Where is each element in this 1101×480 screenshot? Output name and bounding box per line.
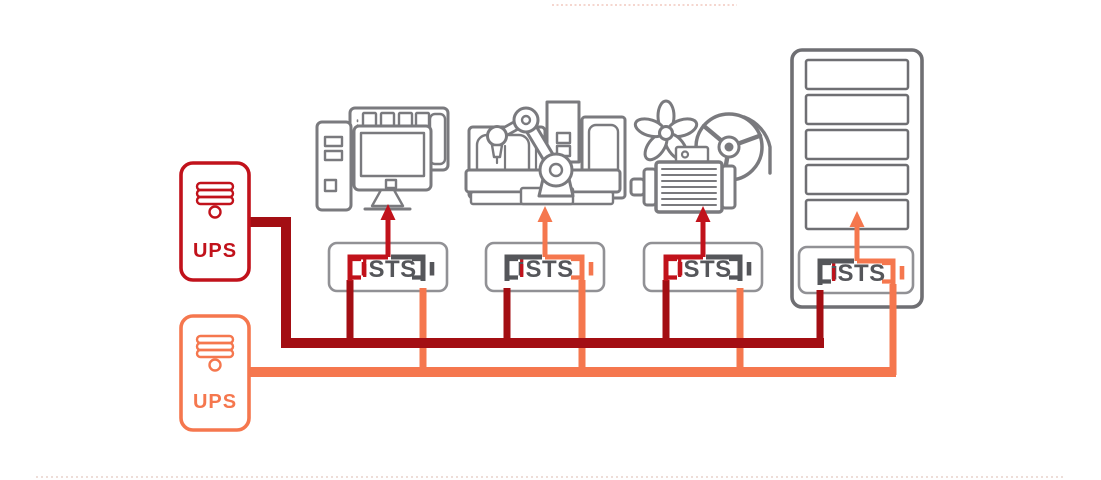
server-rack-icon xyxy=(790,48,924,309)
ups-power-dot xyxy=(208,358,222,372)
robot-gripper xyxy=(490,143,504,159)
rack-slot xyxy=(804,128,910,161)
electric-motor xyxy=(629,145,737,214)
ups-1-label: UPS xyxy=(193,240,237,262)
tower-pc xyxy=(315,120,353,212)
input-contact-right xyxy=(729,256,742,280)
ists-3: iSTS xyxy=(663,206,752,283)
ists-1-label: iSTS xyxy=(361,256,416,283)
red-power-bus xyxy=(249,217,824,348)
ups-power-dot xyxy=(208,205,222,219)
input-contact-left xyxy=(818,260,831,284)
ists-3-label: iSTS xyxy=(676,256,731,283)
ists-2: iSTS xyxy=(504,206,594,283)
ups-1: UPS xyxy=(179,161,251,282)
output-arrow-up-icon xyxy=(537,206,553,222)
robot-arm-machine-icon xyxy=(464,100,627,206)
robot-wrist xyxy=(486,125,508,147)
ists-2-label: iSTS xyxy=(518,256,573,283)
input-contact-left xyxy=(348,256,361,280)
rack-slot xyxy=(804,58,910,91)
output-arrow-up-icon xyxy=(695,206,711,222)
rack-slot xyxy=(804,163,910,196)
workstation-icon xyxy=(315,106,450,212)
motor-shaft xyxy=(629,177,646,197)
output-arrow-up-icon xyxy=(849,211,865,227)
ups-2-label: UPS xyxy=(193,391,237,413)
ists-4-label: iSTS xyxy=(830,260,885,287)
input-contact-right xyxy=(412,256,425,280)
ists-1: iSTS xyxy=(347,204,435,283)
ups-2: UPS xyxy=(179,314,251,432)
monitor-stand xyxy=(370,188,405,208)
rack-slot xyxy=(804,93,910,126)
output-arrow-up-icon xyxy=(380,204,396,220)
input-contact-left xyxy=(664,256,677,280)
motor-fins xyxy=(661,168,717,206)
input-contact-left xyxy=(505,256,518,280)
ists-4: iSTS xyxy=(817,211,905,287)
ups-vent xyxy=(195,195,235,206)
input-contact-right xyxy=(882,260,895,284)
ups-1-cabinet xyxy=(179,161,251,282)
ups-vent xyxy=(195,348,235,359)
input-contact-right xyxy=(571,256,584,280)
red-bus-line xyxy=(249,217,824,348)
orange-power-bus xyxy=(249,280,897,377)
motor-with-fans-icon xyxy=(629,99,772,214)
fan-propeller xyxy=(633,99,699,162)
